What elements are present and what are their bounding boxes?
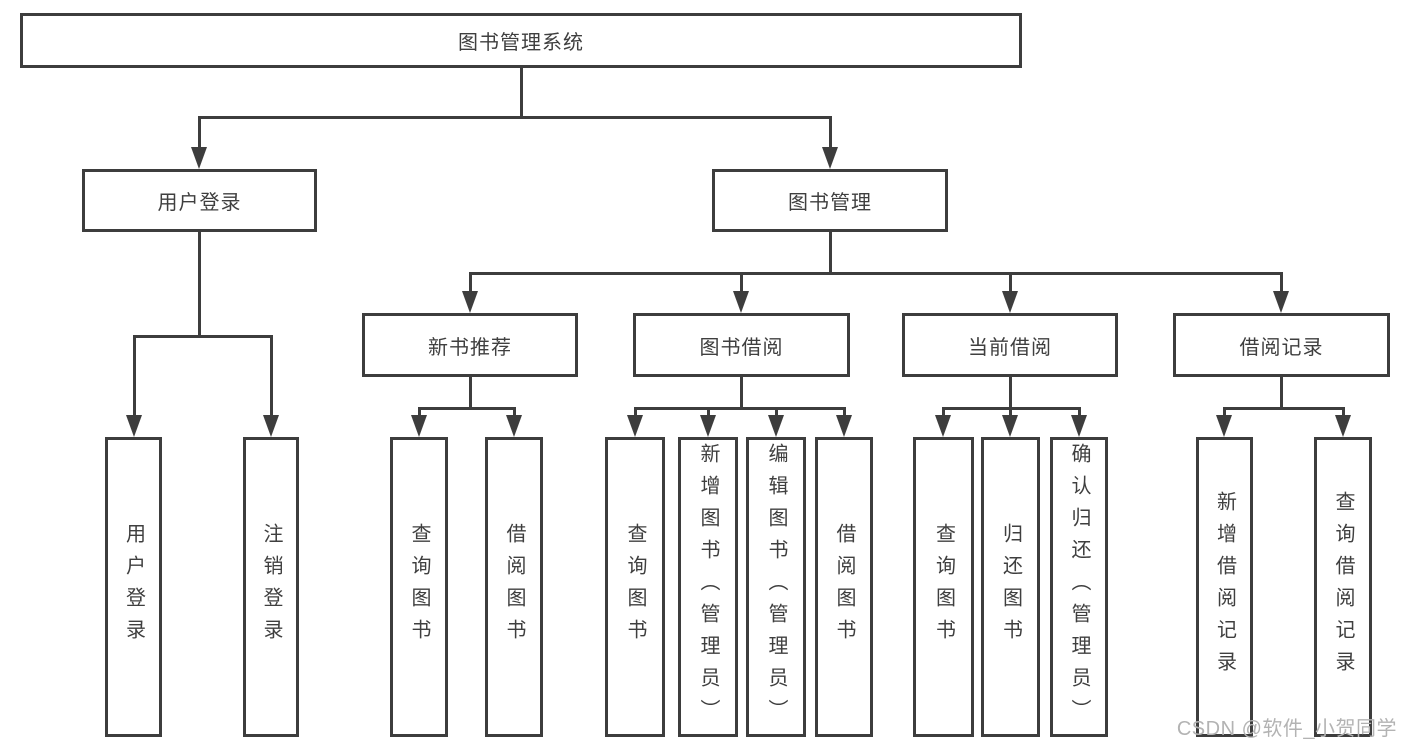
connector-line — [633, 406, 846, 410]
arrow-down-icon — [835, 415, 852, 437]
connector-line — [1008, 377, 1012, 410]
node-borrowing-records-label: 借阅记录 — [1239, 336, 1324, 359]
node-user-login-label: 用户登录 — [157, 192, 242, 214]
node-logout-label: 注销登录 — [260, 523, 282, 651]
arrow-down-icon — [262, 415, 279, 437]
node-cb-confirm-return-admin: 确认归还（管理员） — [1050, 437, 1108, 737]
node-bb-borrow-books-label: 借阅图书 — [833, 523, 855, 651]
node-root-label: 图书管理系统 — [458, 32, 584, 54]
node-bb-edit-books-admin: 编辑图书（管理员） — [746, 437, 806, 737]
node-br-query-record-label: 查询借阅记录 — [1332, 491, 1354, 683]
node-br-query-record: 查询借阅记录 — [1314, 437, 1372, 737]
arrow-down-icon — [1273, 291, 1289, 313]
node-new-book-recommend-label: 新书推荐 — [428, 336, 512, 359]
connector-line — [942, 406, 1081, 410]
node-bb-query-books: 查询图书 — [605, 437, 665, 737]
node-bb-query-books-label: 查询图书 — [624, 523, 646, 651]
connector-line — [740, 273, 743, 297]
connector-line — [828, 117, 832, 154]
node-bb-add-books-admin: 新增图书（管理员） — [678, 437, 738, 737]
connector-line — [468, 377, 472, 410]
arrow-down-icon — [821, 147, 838, 169]
node-borrowing-records: 借阅记录 — [1173, 313, 1390, 377]
connector-line — [269, 336, 273, 422]
arrow-down-icon — [1001, 291, 1018, 313]
node-current-borrowing-label: 当前借阅 — [968, 336, 1052, 359]
node-book-borrowing: 图书借阅 — [633, 313, 850, 377]
node-bb-add-books-admin-label: 新增图书（管理员） — [697, 443, 719, 731]
node-br-add-record: 新增借阅记录 — [1196, 437, 1253, 737]
arrow-down-icon — [505, 415, 522, 437]
node-book-borrowing-label: 图书借阅 — [699, 336, 784, 359]
arrow-down-icon — [410, 415, 427, 437]
connector-line — [468, 273, 472, 297]
connector-line — [1008, 273, 1012, 297]
arrow-down-icon — [125, 415, 142, 437]
node-book-management: 图书管理 — [712, 169, 948, 232]
node-nb-query-books-label: 查询图书 — [408, 523, 430, 651]
connector-line — [468, 271, 1283, 275]
node-nb-borrow-books: 借阅图书 — [485, 437, 543, 737]
node-cb-return-books: 归还图书 — [981, 437, 1040, 737]
node-user-login: 用户登录 — [82, 169, 317, 232]
csdn-watermark: CSDN @软件_小贺同学 — [1176, 718, 1397, 740]
arrow-down-icon — [935, 415, 951, 437]
connector-line — [828, 232, 832, 275]
connector-line — [197, 117, 201, 154]
arrow-down-icon — [190, 147, 207, 169]
connector-line — [1223, 406, 1345, 410]
node-book-management-label: 图书管理 — [788, 192, 872, 214]
node-nb-query-books: 查询图书 — [390, 437, 448, 737]
arrow-down-icon — [733, 291, 749, 313]
node-logout: 注销登录 — [243, 437, 299, 737]
connector-line — [740, 377, 743, 410]
arrow-down-icon — [1216, 415, 1232, 437]
arrow-down-icon — [699, 415, 716, 437]
connector-line — [197, 232, 201, 338]
connector-line — [132, 334, 273, 338]
arrow-down-icon — [1070, 415, 1087, 437]
connector-line — [1280, 273, 1283, 297]
node-root: 图书管理系统 — [20, 13, 1022, 68]
arrow-down-icon — [1334, 415, 1351, 437]
connector-line — [197, 115, 832, 119]
connector-line — [417, 406, 516, 410]
node-cb-confirm-return-admin-label: 确认归还（管理员） — [1068, 443, 1090, 731]
connector-line — [132, 336, 136, 422]
connector-line — [519, 68, 523, 119]
node-br-add-record-label: 新增借阅记录 — [1213, 491, 1236, 683]
node-cb-return-books-label: 归还图书 — [999, 523, 1022, 651]
arrow-down-icon — [461, 291, 478, 313]
arrow-down-icon — [626, 415, 643, 437]
node-bb-borrow-books: 借阅图书 — [815, 437, 873, 737]
arrow-down-icon — [1002, 415, 1018, 437]
node-current-borrowing: 当前借阅 — [902, 313, 1118, 377]
node-bb-edit-books-admin-label: 编辑图书（管理员） — [765, 443, 787, 731]
arrow-down-icon — [767, 415, 784, 437]
node-nb-borrow-books-label: 借阅图书 — [503, 523, 525, 651]
node-new-book-recommend: 新书推荐 — [362, 313, 578, 377]
node-user-login-leaf: 用户登录 — [105, 437, 162, 737]
node-cb-query-books-label: 查询图书 — [932, 523, 955, 651]
connector-line — [1280, 377, 1283, 410]
node-cb-query-books: 查询图书 — [913, 437, 974, 737]
node-user-login-leaf-label: 用户登录 — [122, 523, 145, 651]
